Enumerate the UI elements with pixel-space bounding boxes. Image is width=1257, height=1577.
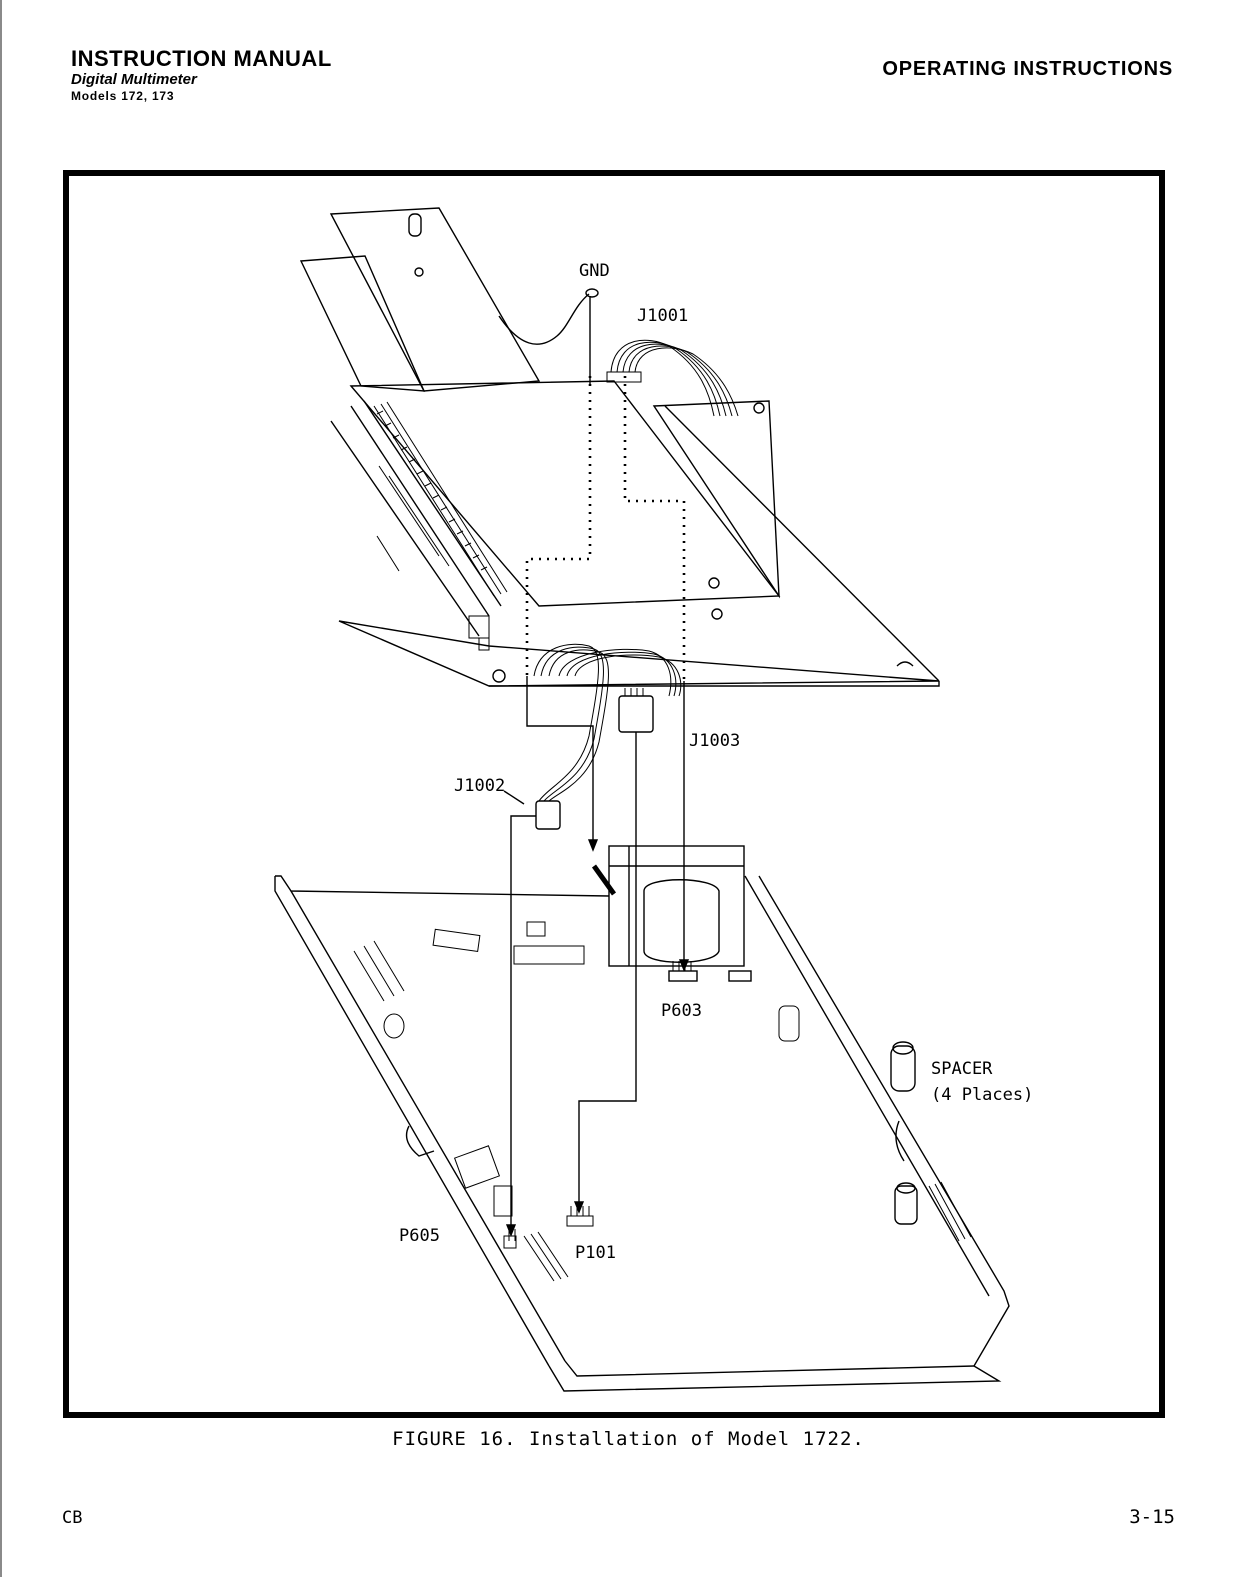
- shield-plate: [301, 208, 598, 391]
- installation-diagram: GND J1001 J1003 J1002 P603 SPACER (4 Pla…: [69, 176, 1159, 1412]
- manual-models: Models 172, 173: [71, 88, 332, 104]
- label-p605: P605: [399, 1226, 440, 1246]
- label-spacer: SPACER: [931, 1059, 993, 1079]
- section-title: OPERATING INSTRUCTIONS: [882, 58, 1173, 81]
- label-j1001: J1001: [637, 306, 688, 326]
- footer-initials: CB: [62, 1508, 82, 1528]
- figure-frame: GND J1001 J1003 J1002 P603 SPACER (4 Pla…: [63, 170, 1165, 1418]
- figure-caption: FIGURE 16. Installation of Model 1722.: [0, 1428, 1257, 1450]
- label-p603: P603: [661, 1001, 702, 1021]
- j1002-connector: [504, 791, 560, 1235]
- label-p101: P101: [575, 1243, 616, 1263]
- gnd-lead: [527, 676, 597, 850]
- label-spacer-places: (4 Places): [931, 1085, 1033, 1105]
- main-board: [339, 406, 939, 686]
- board-cable-bundle: [534, 644, 681, 801]
- label-gnd: GND: [579, 261, 610, 281]
- label-j1003: J1003: [689, 731, 740, 751]
- label-j1002: J1002: [454, 776, 505, 796]
- j1003-lead: [680, 681, 688, 970]
- manual-title: INSTRUCTION MANUAL: [71, 47, 332, 71]
- header-block: INSTRUCTION MANUAL Digital Multimeter Mo…: [71, 47, 332, 104]
- page-number: 3-15: [1129, 1506, 1175, 1528]
- page-margin-line: [0, 0, 2, 1577]
- j1003-connector: [575, 688, 653, 1212]
- transformer: [594, 846, 744, 966]
- bottom-case: [275, 876, 1009, 1391]
- dotted-traces: [527, 376, 684, 681]
- manual-subtitle: Digital Multimeter: [71, 71, 332, 88]
